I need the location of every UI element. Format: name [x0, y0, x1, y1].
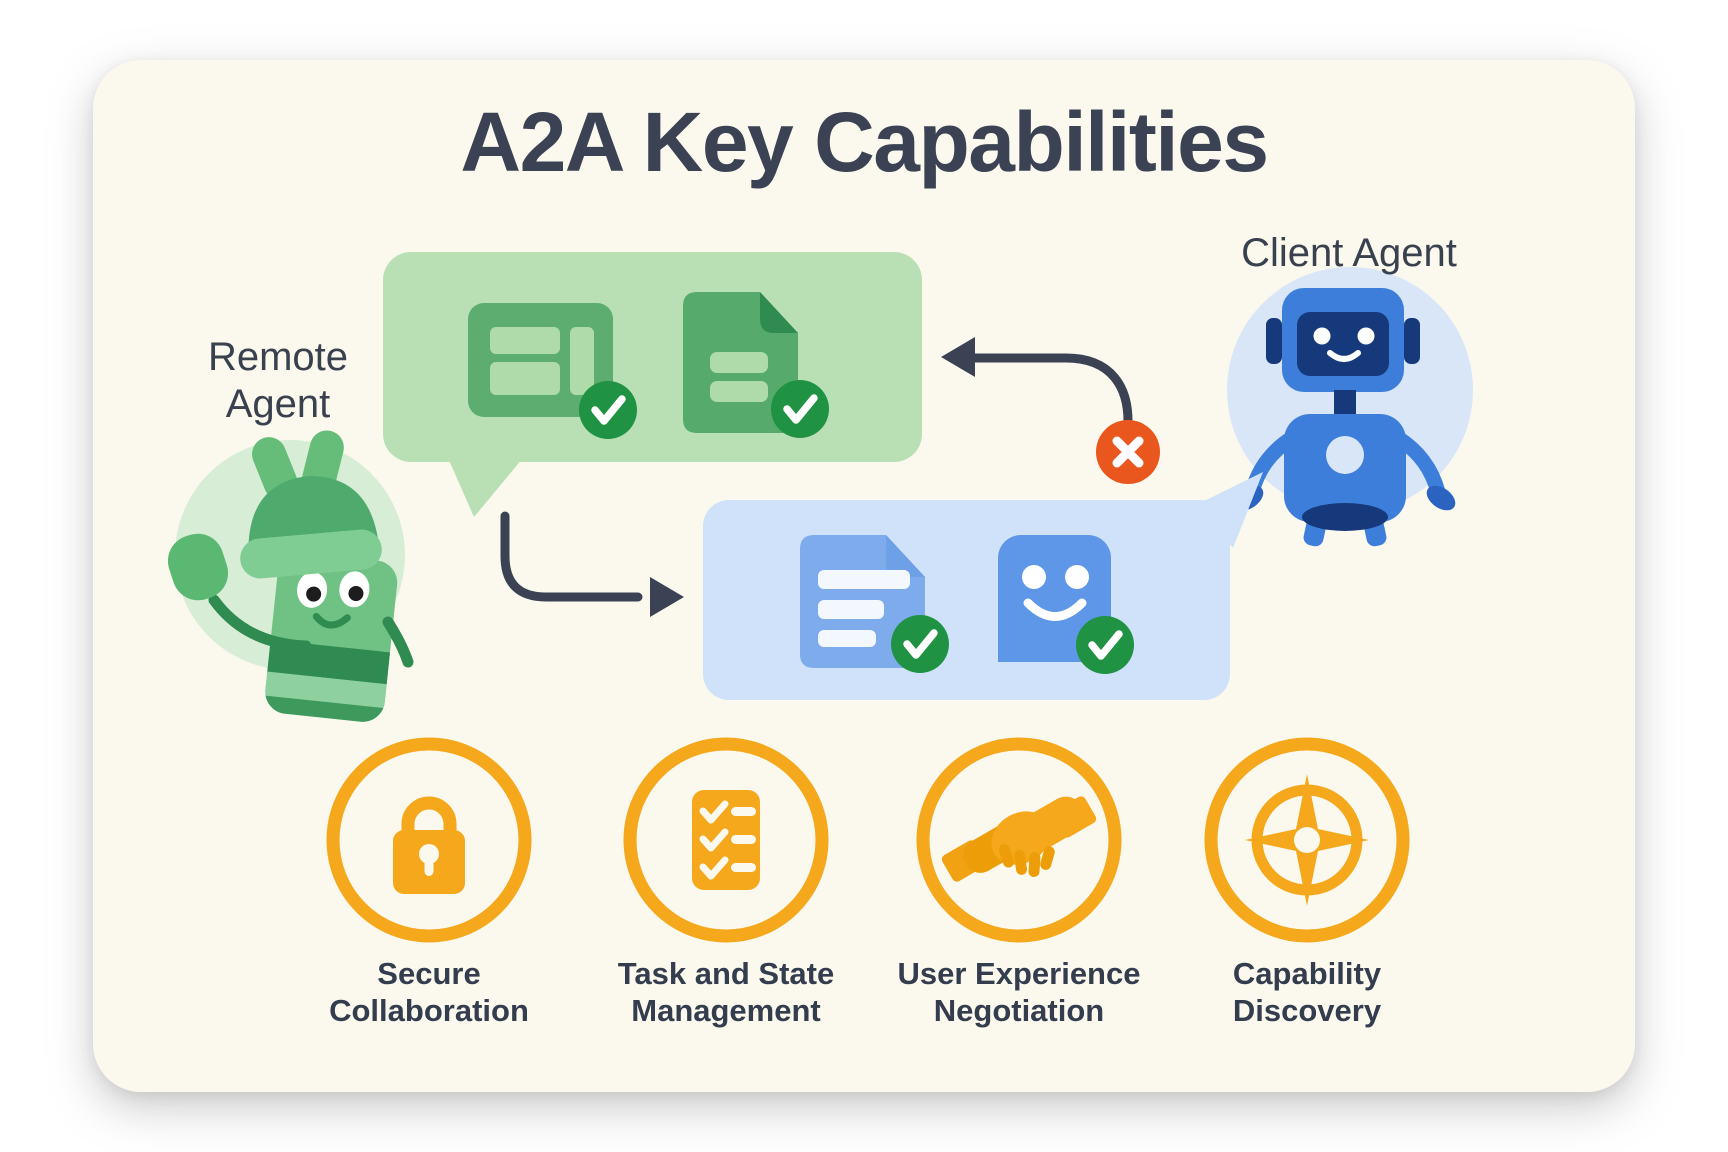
remote-message-bubble — [383, 252, 922, 517]
lock-icon — [326, 737, 532, 943]
x-icon — [1096, 420, 1160, 484]
hand-right — [1426, 485, 1456, 511]
check-icon — [891, 615, 949, 673]
document-icon — [683, 292, 798, 433]
check-icon — [771, 380, 829, 438]
check-icon — [1076, 616, 1134, 674]
client-to-remote-arrow — [941, 337, 1160, 484]
client-message-panel — [703, 472, 1263, 700]
compass-icon — [1204, 737, 1410, 943]
client-agent-illustration — [1227, 267, 1473, 547]
bubble-tail — [448, 458, 523, 517]
neck — [1334, 390, 1356, 416]
panel-tail — [1198, 472, 1263, 548]
handshake-icon — [916, 737, 1122, 943]
capability-label-capability-discovery: Capability Discovery — [1232, 956, 1382, 1028]
remote-agent-illustration — [167, 430, 414, 724]
client-agent-label: Client Agent — [1241, 231, 1457, 275]
capability-label-user-experience-negotiation: User Experience Negotiation — [897, 956, 1141, 1028]
capability-label-secure-collaboration: Secure Collaboration — [329, 956, 529, 1028]
arrowhead-left — [941, 337, 975, 377]
arm-right — [382, 616, 414, 668]
hat-band — [240, 529, 382, 579]
arrowhead-right — [650, 577, 684, 617]
ear-left — [1266, 318, 1282, 364]
body-button — [1326, 436, 1364, 474]
smile — [312, 612, 351, 629]
smile — [1327, 350, 1361, 362]
remote-agent-label: Remote Agent — [207, 335, 349, 426]
layout-window-icon — [468, 303, 613, 417]
check-icon — [579, 381, 637, 439]
waving-hand — [167, 533, 229, 601]
ear-right — [1404, 318, 1420, 364]
hips — [1302, 503, 1388, 531]
capability-label-task-state-management: Task and State Management — [617, 956, 835, 1028]
page-title: A2A Key Capabilities — [460, 95, 1269, 189]
checklist-icon — [623, 737, 829, 943]
robot-face — [1297, 312, 1389, 376]
arm-left — [208, 594, 312, 652]
remote-to-client-arrow — [500, 511, 684, 617]
